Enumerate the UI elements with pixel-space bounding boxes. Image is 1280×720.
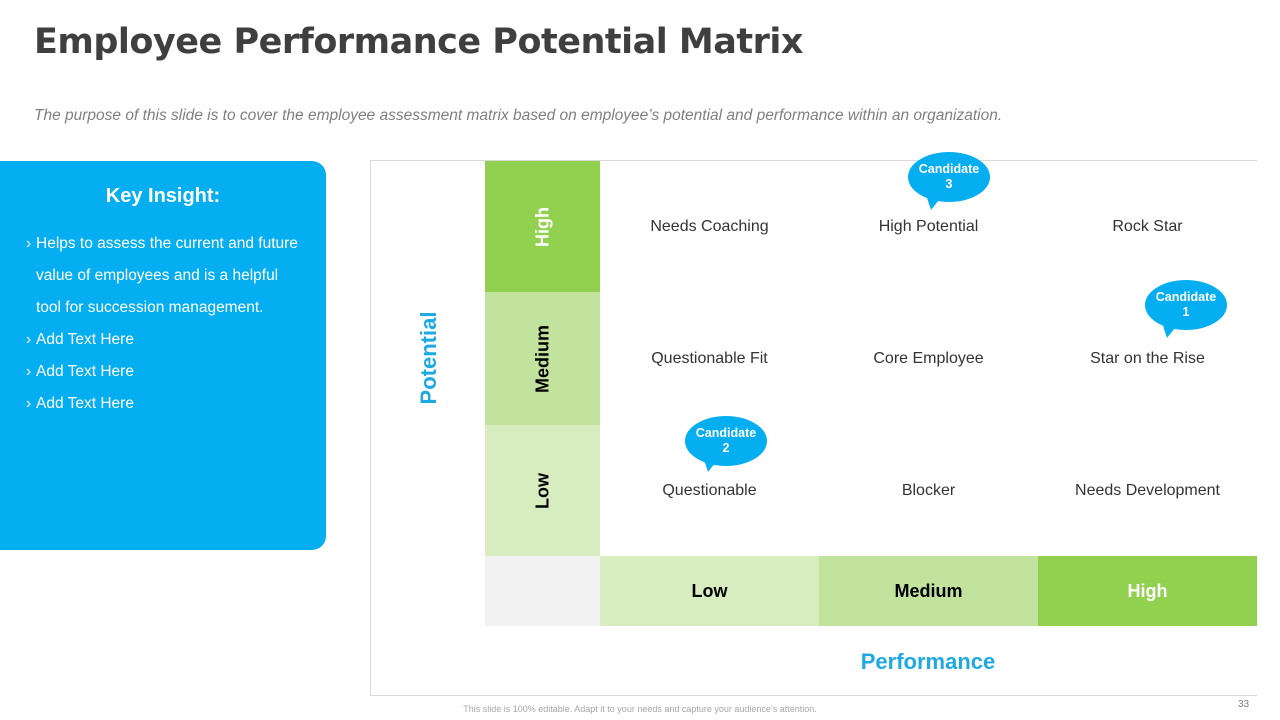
candidate-bubble-2: Candidate 2: [685, 416, 767, 466]
matrix-corner: [485, 556, 600, 626]
insight-item: Add Text Here: [26, 324, 306, 356]
col-header-low: Low: [600, 556, 819, 626]
matrix-cell-core-employee: Core Employee: [873, 350, 984, 367]
footer-note: This slide is 100% editable. Adapt it to…: [463, 704, 817, 714]
candidate-number: 2: [722, 441, 730, 455]
matrix-cell-questionable: Questionable: [662, 482, 757, 499]
matrix-cell-needs-development: Needs Development: [1075, 482, 1220, 499]
matrix-cell-questionable-fit: Questionable Fit: [651, 350, 768, 367]
matrix-cell-blocker: Blocker: [901, 482, 956, 499]
candidate-bubble-3: Candidate 3: [908, 152, 990, 202]
slide-title: Employee Performance Potential Matrix: [34, 22, 803, 62]
col-header-high: High: [1038, 556, 1257, 626]
candidate-number: 1: [1182, 305, 1190, 319]
insight-item: Helps to assess the current and future v…: [26, 228, 306, 324]
performance-axis-label: Performance: [860, 649, 996, 674]
row-header-label: Medium: [532, 324, 552, 393]
key-insight-list: Helps to assess the current and future v…: [26, 228, 306, 420]
matrix-cell-star-on-the-rise: Star on the Rise: [1090, 350, 1205, 367]
insight-item: Add Text Here: [26, 356, 306, 388]
row-header-label: Low: [532, 472, 552, 509]
candidate-word: Candidate: [1155, 290, 1217, 304]
matrix-cell-needs-coaching: Needs Coaching: [650, 218, 769, 235]
potential-axis-label: Potential: [416, 311, 441, 405]
insight-item: Add Text Here: [26, 388, 306, 420]
candidate-word: Candidate: [695, 426, 757, 440]
matrix-cell-high-potential: High Potential: [878, 218, 979, 235]
row-header-medium: Medium: [485, 292, 600, 425]
candidate-number: 3: [945, 177, 953, 191]
row-header-label: High: [532, 206, 552, 247]
row-header-high: High: [485, 161, 600, 292]
candidate-word: Candidate: [918, 162, 980, 176]
col-header-medium: Medium: [819, 556, 1038, 626]
matrix-frame: [370, 160, 1257, 696]
row-header-low: Low: [485, 425, 600, 556]
key-insight-title: Key Insight:: [105, 185, 221, 207]
page-number: 33: [1238, 699, 1250, 710]
matrix-cell-rock-star: Rock Star: [1112, 218, 1183, 235]
slide-subtitle: The purpose of this slide is to cover th…: [34, 107, 1003, 124]
candidate-bubble-1: Candidate 1: [1145, 280, 1227, 330]
